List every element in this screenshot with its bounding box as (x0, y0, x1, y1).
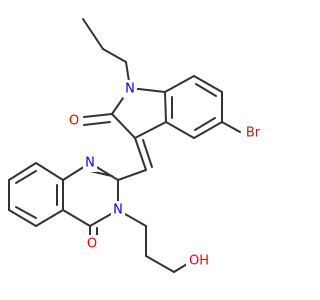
bond (193, 121, 223, 139)
bond (82, 18, 104, 50)
bond (15, 170, 37, 184)
bond (102, 48, 127, 63)
atom-o-carbonyl-quinazoline: O (84, 235, 100, 253)
bond (165, 121, 195, 139)
bond (83, 113, 113, 118)
atom-oh: OH (186, 252, 212, 270)
bond (145, 255, 175, 273)
bond (164, 75, 195, 93)
molecule-structure: Br N O N N O OH (8, 18, 265, 273)
bond-layer (8, 18, 241, 273)
bond (35, 162, 64, 181)
atom-label-layer: Br N O N N O OH (66, 80, 265, 270)
bond (111, 113, 136, 139)
bond (194, 117, 216, 131)
bond (134, 137, 147, 171)
bond (173, 263, 188, 273)
atom-label-o-carbonyl-indoline: O (69, 114, 79, 129)
bond (83, 121, 111, 126)
atom-br: Br (241, 124, 265, 142)
atom-label-oh: OH (189, 254, 209, 269)
atom-label-br: Br (246, 126, 261, 141)
atom-o-carbonyl-indoline: O (66, 112, 82, 130)
bond (8, 209, 37, 227)
atom-n-indoline: N (123, 80, 137, 98)
bond (15, 206, 37, 219)
bond (8, 162, 37, 181)
bond (142, 139, 153, 168)
atom-label-n-indoline: N (125, 82, 135, 97)
bond (117, 169, 147, 181)
bond (62, 209, 91, 227)
atom-label-o-carbonyl-quinazoline: O (87, 237, 97, 252)
bond (164, 91, 167, 123)
bond (134, 121, 167, 139)
atom-label-n3-quinazoline: N (113, 203, 123, 218)
bond (195, 83, 217, 97)
atom-label-n1-quinazoline: N (85, 156, 95, 171)
bond (35, 209, 64, 227)
atom-n3-quinazoline: N (111, 201, 125, 219)
atom-n1-quinazoline: N (83, 154, 97, 172)
bond (221, 121, 241, 133)
bond (193, 75, 223, 93)
